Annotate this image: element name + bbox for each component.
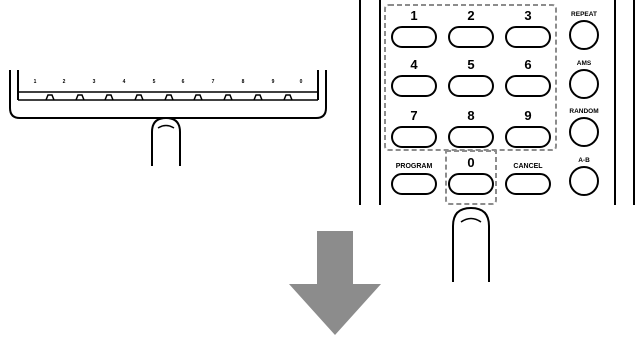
zero-key-highlight [445,150,497,205]
slot-pin [75,94,85,101]
slot-pin [223,94,233,101]
number-key-label: 9 [524,108,531,123]
cancel-key[interactable]: CANCEL [505,163,551,195]
number-key-label: 3 [524,8,531,23]
side-key-label: REPEAT [571,11,597,18]
number-key-button[interactable] [391,75,437,97]
number-key-label: 6 [524,57,531,72]
side-key-button[interactable] [569,166,599,196]
cancel-key-label: CANCEL [513,163,543,170]
number-key-button[interactable] [448,75,494,97]
disc-slot-panel: 1 2 3 4 5 6 7 8 9 0 [9,70,327,119]
side-key-repeat[interactable]: REPEAT [569,11,599,50]
number-key-button[interactable] [448,26,494,48]
number-key-1[interactable]: 1 [391,8,437,48]
slot-pin [193,94,203,101]
slot-label: 0 [300,79,303,85]
finger-press-icon [151,116,181,166]
slot-label: 7 [212,79,215,85]
number-key-label: 5 [467,57,474,72]
number-keys-highlight [384,4,557,151]
slot-pin [104,94,114,101]
side-key-label: RANDOM [569,108,598,115]
side-key-button[interactable] [569,117,599,147]
number-key-button[interactable] [391,26,437,48]
slot-pin [283,94,293,101]
side-key-random[interactable]: RANDOM [569,108,599,147]
number-key-label: 8 [467,108,474,123]
side-key-button[interactable] [569,69,599,99]
number-key-label: 0 [467,155,474,170]
number-key-4[interactable]: 4 [391,57,437,97]
cancel-key-button[interactable] [505,173,551,195]
side-key-label: A-B [578,157,590,164]
slot-label: 2 [63,79,66,85]
number-key-7[interactable]: 7 [391,108,437,148]
number-key-button[interactable] [505,75,551,97]
number-key-label: 4 [410,57,418,72]
side-key-button[interactable] [569,20,599,50]
slot-label: 4 [123,79,126,85]
number-key-button[interactable] [505,126,551,148]
slot-label: 1 [34,79,37,85]
number-key-button[interactable] [448,173,494,195]
number-key-5[interactable]: 5 [448,57,494,97]
program-key-button[interactable] [391,173,437,195]
number-key-9[interactable]: 9 [505,108,551,148]
number-key-6[interactable]: 6 [505,57,551,97]
number-key-button[interactable] [505,26,551,48]
slot-labels: 1 2 3 4 5 6 7 8 9 0 [34,79,303,85]
number-key-button[interactable] [448,126,494,148]
side-key-a-b[interactable]: A-B [569,157,599,196]
number-key-label: 2 [467,8,474,23]
slot-pin [164,94,174,101]
side-keys: REPEAT AMS RANDOM A-B [569,11,599,196]
number-key-label: 1 [410,8,417,23]
slot-label: 5 [153,79,156,85]
side-key-label: AMS [577,60,592,67]
number-key-label: 7 [410,108,417,123]
slot-pin [134,94,144,101]
slot-pins [45,94,293,101]
slot-label: 3 [93,79,96,85]
slot-label: 9 [272,79,275,85]
slot-label: 6 [182,79,185,85]
number-key-8[interactable]: 8 [448,108,494,148]
slot-pin [45,94,55,101]
program-key[interactable]: PROGRAM [391,163,437,195]
slot-panel-frame [9,70,327,119]
number-key-3[interactable]: 3 [505,8,551,48]
program-key-label: PROGRAM [396,163,433,170]
number-key-0[interactable]: 0 [448,155,494,195]
side-key-ams[interactable]: AMS [569,60,599,99]
slot-label: 8 [242,79,245,85]
down-arrow-icon [289,231,381,335]
number-key-button[interactable] [391,126,437,148]
number-key-2[interactable]: 2 [448,8,494,48]
finger-press-icon [452,206,490,282]
slot-pin [253,94,263,101]
